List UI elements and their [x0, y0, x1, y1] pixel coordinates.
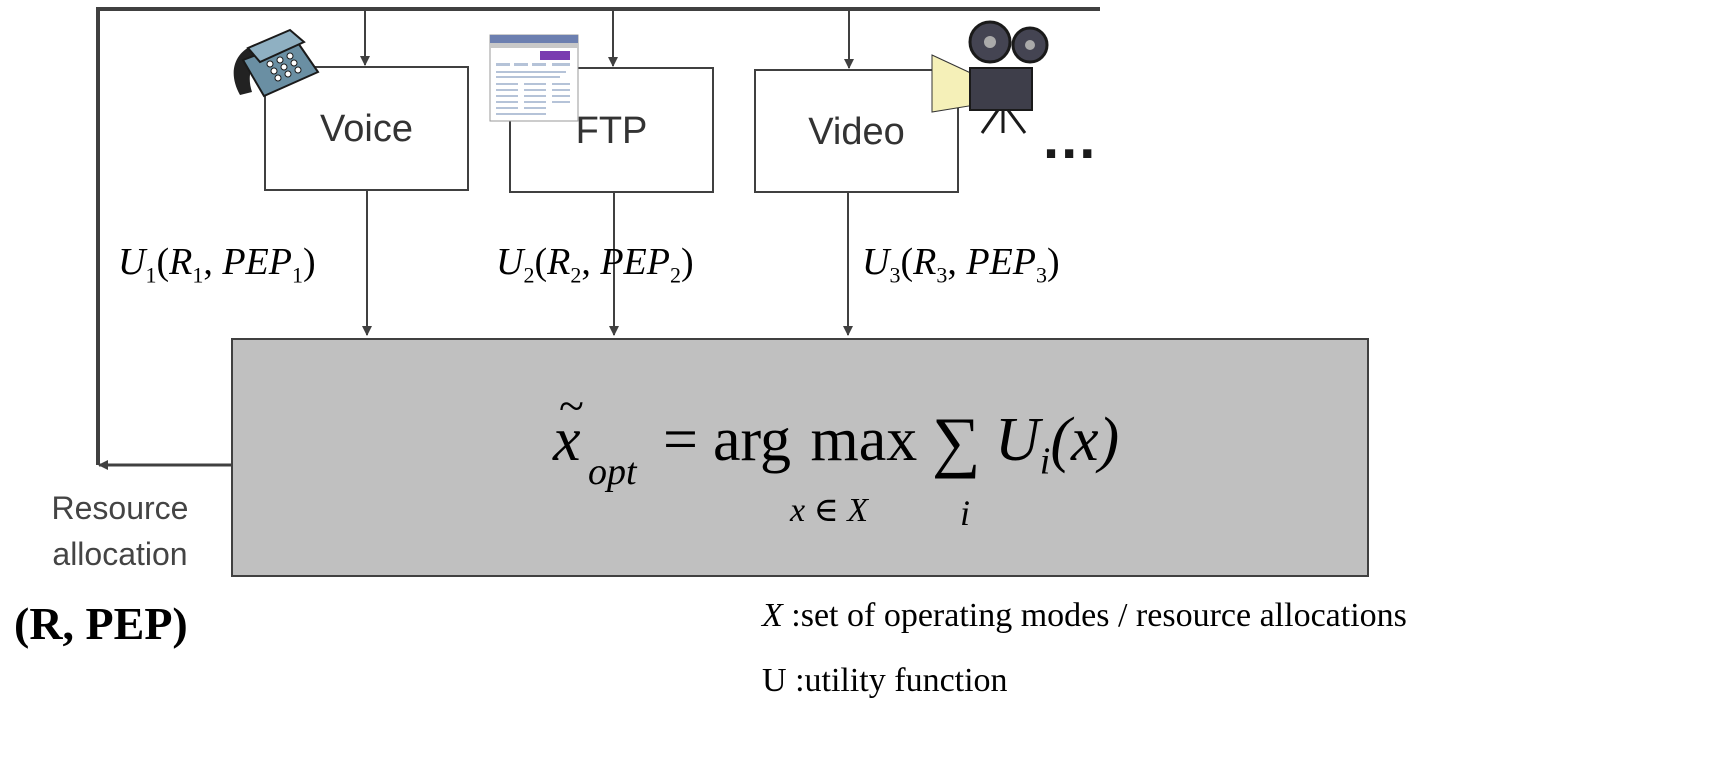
optimizer-constraint: x ∈ X [790, 492, 869, 529]
web-browser-icon [489, 34, 579, 122]
legend-symbol-u: U [762, 662, 787, 699]
resource-label-line1: Resource [51, 490, 189, 526]
video-label: Video [808, 111, 905, 153]
sum-symbol: ∑ [932, 403, 981, 479]
optimizer-lhs: ~x [553, 380, 584, 474]
telephone-icon [233, 28, 320, 98]
ftp-label: FTP [575, 110, 648, 152]
optimizer-box [231, 338, 1369, 577]
optimizer-term: Ui(x) [995, 406, 1120, 483]
ftp-box [509, 67, 714, 193]
ellipsis: ... [1043, 106, 1098, 171]
optimizer-equals: = [663, 406, 698, 474]
film-projector-icon [931, 20, 1049, 134]
resource-allocation-label: Resource allocation [30, 485, 210, 577]
sum-index: i [960, 493, 971, 533]
optimizer-argmax: arg max [713, 406, 918, 474]
optimizer-lhs-sub: opt [588, 451, 637, 493]
utility-ftp: U2(R2, PEP2) [496, 241, 694, 288]
resource-label-line2: allocation [52, 536, 188, 572]
legend-item-u: U :utility function [762, 662, 1008, 699]
utility-video: U3(R3, PEP3) [862, 241, 1060, 288]
allocation-tuple: (R, PEP) [14, 598, 188, 649]
legend-symbol-x: X [762, 597, 783, 634]
video-box [754, 69, 959, 193]
legend-item-x: X :set of operating modes / resource all… [762, 597, 1407, 634]
utility-voice: U1(R1, PEP1) [118, 241, 316, 288]
voice-label: Voice [320, 108, 413, 150]
